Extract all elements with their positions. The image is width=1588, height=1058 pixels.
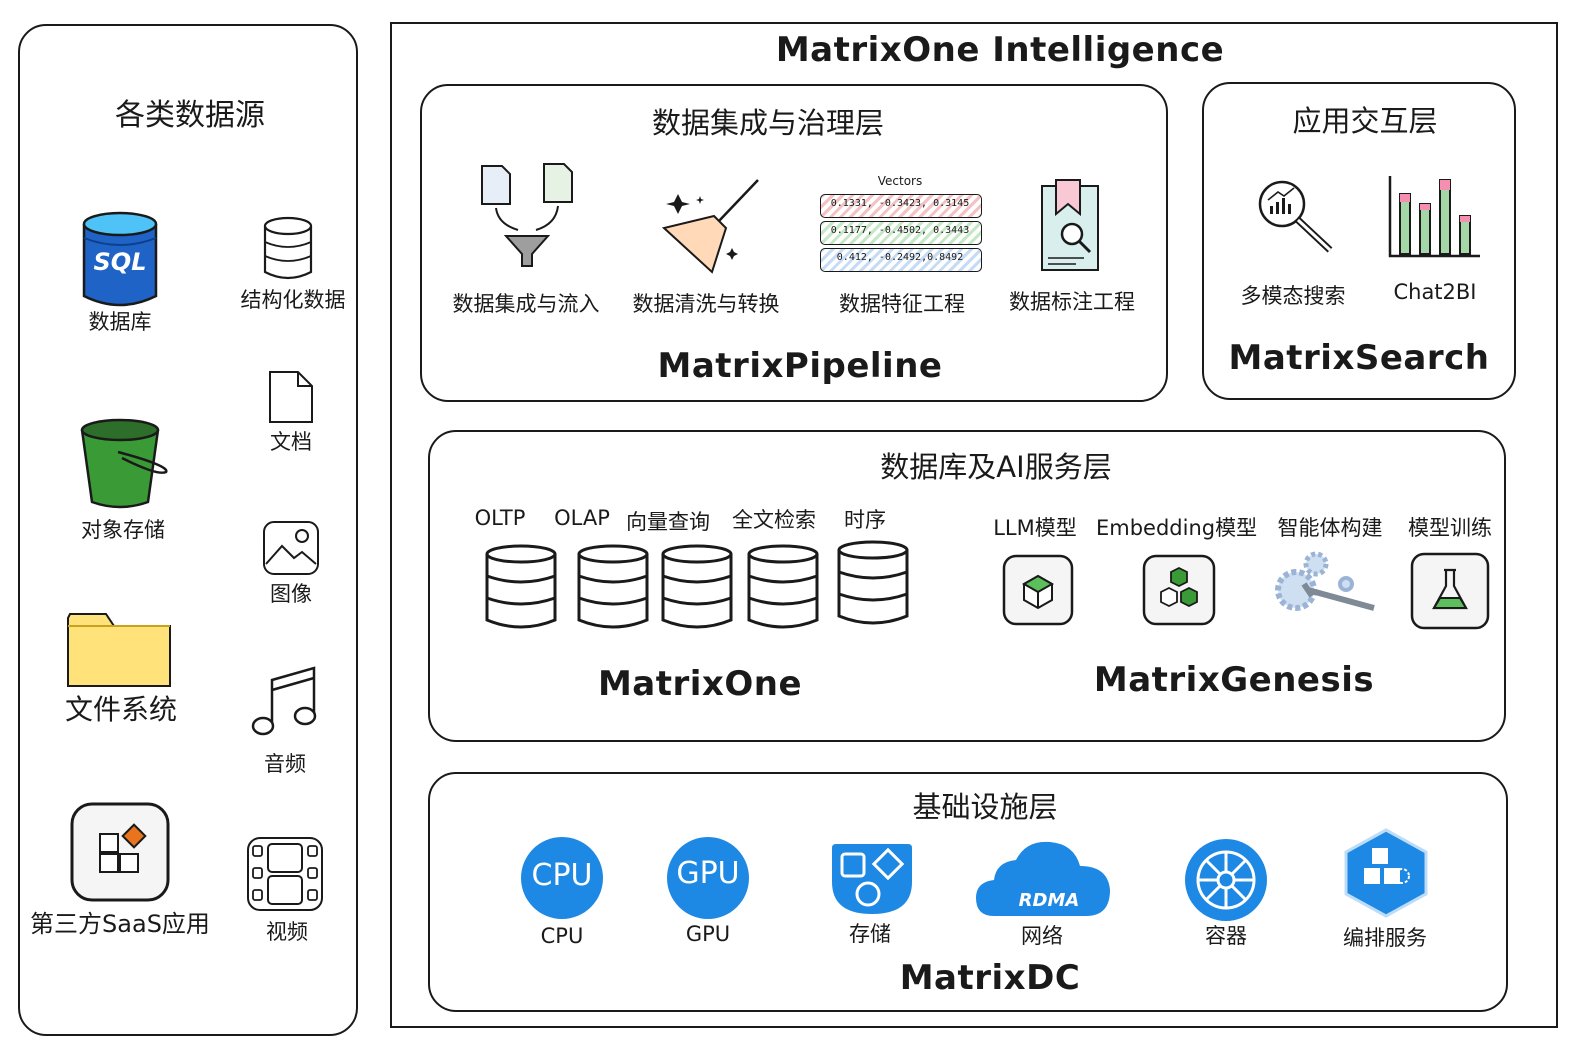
label-image: 图像 xyxy=(270,582,312,606)
database-cylinder-icon xyxy=(577,544,649,629)
llm-cube-icon xyxy=(1002,554,1074,626)
agent-gears-icon xyxy=(1275,551,1375,611)
film-video-icon xyxy=(247,837,323,911)
pipeline-item-cleaning: 数据清洗与转换 xyxy=(632,292,780,316)
chat2bi-bar-chart-icon xyxy=(1388,176,1480,258)
gpu-icon xyxy=(667,837,749,919)
infra-item-container: 容器 xyxy=(1205,924,1247,948)
app-item-chat2bi: Chat2BI xyxy=(1393,280,1477,304)
label-saas: 第三方SaaS应用 xyxy=(30,910,210,938)
vectors-title: Vectors xyxy=(877,174,923,188)
ai-product-name: MatrixGenesis xyxy=(1093,660,1375,700)
vector-row-2 xyxy=(820,221,982,245)
vector-row-1 xyxy=(820,194,982,218)
infra-item-network: 网络 xyxy=(1021,924,1063,948)
db-item-fulltext: 全文检索 xyxy=(732,508,816,532)
ai-item-agent: 智能体构建 xyxy=(1277,516,1383,540)
database-cylinder-icon xyxy=(485,544,557,629)
storage-shapes-icon xyxy=(832,844,912,914)
infra-item-gpu: GPU xyxy=(685,922,731,946)
infra-layer-panel xyxy=(428,772,1508,1012)
data-integration-funnel-icon xyxy=(481,163,573,267)
label-document: 文档 xyxy=(270,430,312,454)
data-sources-title: 各类数据源 xyxy=(115,98,265,133)
app-item-multimodal-search: 多模态搜索 xyxy=(1240,284,1346,308)
pipeline-layer-title: 数据集成与治理层 xyxy=(651,106,884,140)
data-labeling-icon xyxy=(1041,179,1099,271)
infra-product-name: MatrixDC xyxy=(899,958,1081,998)
pipeline-layer-panel xyxy=(420,84,1168,402)
pipeline-item-feature: 数据特征工程 xyxy=(839,292,965,316)
data-cleaning-broom-icon xyxy=(661,179,759,274)
db-product-name: MatrixOne xyxy=(597,664,803,704)
infra-item-cpu: CPU xyxy=(540,924,584,948)
infra-item-orchestration: 编排服务 xyxy=(1343,926,1427,950)
infra-layer-title: 基础设施层 xyxy=(912,790,1058,824)
label-object-storage: 对象存储 xyxy=(81,518,165,542)
infra-item-storage: 存储 xyxy=(849,922,891,946)
db-ai-layer-panel xyxy=(428,430,1506,742)
cpu-badge: CPU xyxy=(531,858,593,893)
pipeline-item-labeling: 数据标注工程 xyxy=(1009,290,1135,314)
structured-data-icon xyxy=(263,216,313,280)
label-database: 数据库 xyxy=(88,310,152,334)
gpu-badge: GPU xyxy=(676,856,740,891)
embedding-hexagons-icon xyxy=(1142,554,1216,626)
label-audio: 音频 xyxy=(264,752,306,776)
db-item-vector-query: 向量查询 xyxy=(626,510,710,534)
music-note-icon xyxy=(251,666,317,736)
cpu-icon xyxy=(521,837,603,919)
database-cylinder-icon xyxy=(747,544,819,629)
label-structured-data: 结构化数据 xyxy=(240,288,346,312)
sql-badge: SQL xyxy=(93,248,147,276)
object-storage-bucket-icon xyxy=(80,418,168,509)
db-item-timeseries: 时序 xyxy=(844,508,886,532)
database-cylinder-icon xyxy=(837,540,909,625)
sql-database-icon xyxy=(82,211,158,307)
label-file-system: 文件系统 xyxy=(64,693,177,726)
db-ai-layer-title: 数据库及AI服务层 xyxy=(880,450,1112,484)
label-video: 视频 xyxy=(266,920,308,944)
data-sources-panel xyxy=(18,24,358,1036)
ai-item-training: 模型训练 xyxy=(1408,516,1492,540)
orchestration-cubes-icon xyxy=(1344,828,1428,918)
pipeline-product-name: MatrixPipeline xyxy=(657,346,943,386)
ai-item-llm: LLM模型 xyxy=(993,516,1077,540)
vector-text-1: 0.1331, -0.3423, 0.3145 xyxy=(830,198,970,209)
database-cylinder-icon xyxy=(661,544,733,629)
app-product-name: MatrixSearch xyxy=(1228,338,1490,378)
db-item-olap: OLAP xyxy=(554,506,610,530)
training-flask-icon xyxy=(1410,552,1490,630)
vector-text-3: 0.412, -0.2492,0.8492 xyxy=(836,252,964,263)
db-item-oltp: OLTP xyxy=(474,506,526,530)
network-cloud-icon xyxy=(976,841,1110,916)
image-icon xyxy=(263,521,319,575)
matrixone-intelligence-frame xyxy=(390,22,1558,1028)
kubernetes-container-icon xyxy=(1185,839,1267,921)
ai-item-embedding: Embedding模型 xyxy=(1096,516,1258,540)
app-layer-title: 应用交互层 xyxy=(1292,104,1438,138)
saas-app-icon xyxy=(70,802,170,902)
multimodal-search-icon xyxy=(1258,180,1333,253)
document-icon xyxy=(269,371,313,423)
rdma-badge: RDMA xyxy=(1018,890,1080,911)
vector-row-3 xyxy=(820,248,982,272)
vector-text-2: 0.1177, -0.4502, 0.3443 xyxy=(830,225,970,236)
main-title: MatrixOne Intelligence xyxy=(775,30,1225,70)
app-layer-panel xyxy=(1202,82,1516,400)
pipeline-item-integration: 数据集成与流入 xyxy=(452,292,600,316)
folder-icon xyxy=(67,613,171,687)
